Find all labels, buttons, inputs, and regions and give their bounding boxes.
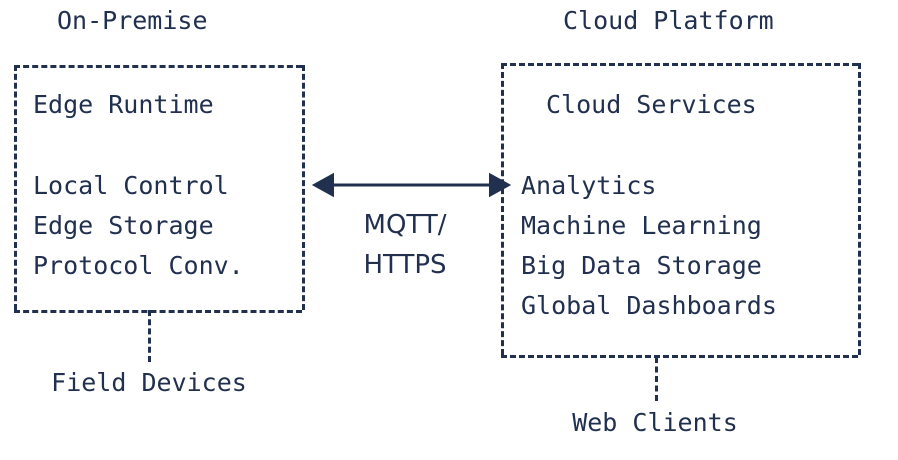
edge-runtime-box-top-border xyxy=(14,65,302,68)
right-item-analytics: Analytics xyxy=(521,171,657,200)
left-item-edge-storage: Edge Storage xyxy=(33,211,214,240)
edge-runtime-box-bottom-border xyxy=(14,310,302,313)
right-item-global-dashboards: Global Dashboards xyxy=(521,291,777,320)
cloud-services-box xyxy=(501,63,861,358)
cloud-services-box-right-border xyxy=(858,63,861,355)
cloud-services-box-top-border xyxy=(501,63,858,66)
cloud-services-box-bottom-border xyxy=(501,355,858,358)
edge-runtime-box-title: Edge Runtime xyxy=(33,90,214,119)
field-devices-label: Field Devices xyxy=(51,368,247,397)
cloud-services-box-left-border xyxy=(501,63,504,355)
web-clients-connector xyxy=(655,357,658,401)
left-item-local-control: Local Control xyxy=(33,171,229,200)
right-item-big-data-storage: Big Data Storage xyxy=(521,251,762,280)
web-clients-label: Web Clients xyxy=(572,408,738,437)
right-item-machine-learning: Machine Learning xyxy=(521,211,762,240)
cloud-platform-title: Cloud Platform xyxy=(563,6,774,35)
left-item-protocol-conv: Protocol Conv. xyxy=(33,251,244,280)
edge-runtime-box xyxy=(14,65,305,313)
cloud-services-box-title: Cloud Services xyxy=(546,90,757,119)
field-devices-connector xyxy=(148,310,151,362)
protocol-label-line-1: MQTT/ xyxy=(363,210,447,240)
edge-runtime-box-left-border xyxy=(14,65,17,310)
on-premise-title: On-Premise xyxy=(57,6,208,35)
protocol-label-line-2: HTTPS xyxy=(363,250,447,280)
edge-runtime-box-right-border xyxy=(302,65,305,310)
